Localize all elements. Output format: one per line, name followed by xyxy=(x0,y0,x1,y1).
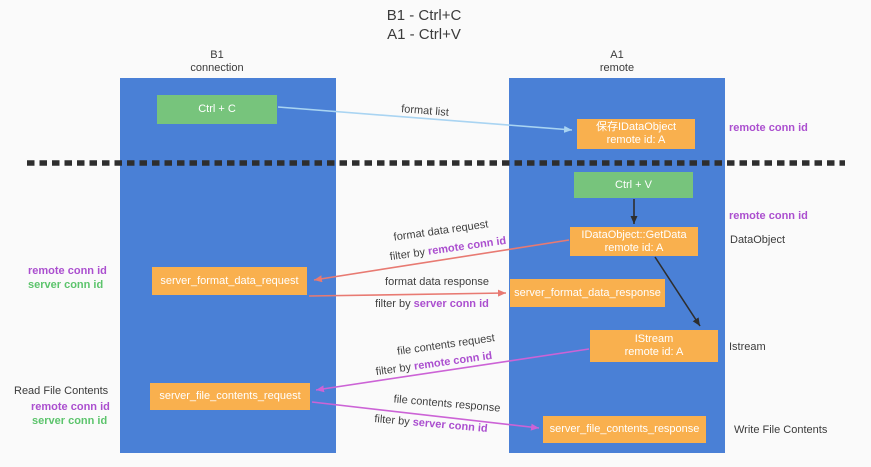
filter-by-text: filter by xyxy=(373,413,414,429)
save-idataobject-line2: remote id: A xyxy=(606,134,666,146)
server-file-contents-request-box: server_file_contents_request xyxy=(150,383,310,410)
file-response-label: server_file_contents_response xyxy=(549,423,700,435)
filter-by-text: filter by xyxy=(389,245,429,264)
istream-line1: IStream xyxy=(634,333,674,345)
server-format-data-response-box: server_format_data_response xyxy=(510,279,665,307)
label-format-list: format list xyxy=(400,103,450,119)
format-response-label: server_format_data_response xyxy=(514,286,661,299)
label-file-response-filter: filter by server conn id xyxy=(374,413,488,435)
server-conn-id-key: server conn id xyxy=(413,298,489,310)
istream-box: IStream remote id: A xyxy=(590,330,718,362)
right-write-file-contents-label: Write File Contents xyxy=(734,424,828,436)
right-dataobject-label: DataObject xyxy=(730,234,786,246)
server-conn-id-key: server conn id xyxy=(412,416,489,435)
left-remote-conn-id-bottom: remote conn id xyxy=(31,401,110,413)
title-line-1: B1 - Ctrl+C xyxy=(386,7,462,24)
right-istream-label: Istream xyxy=(729,341,766,353)
left-read-file-contents-label: Read File Contents xyxy=(14,385,109,397)
label-file-contents-response: file contents response xyxy=(393,393,501,415)
getdata-line1: IDataObject::GetData xyxy=(581,228,687,241)
getdata-line2: remote id: A xyxy=(604,241,664,254)
lifeline-header-a1: A1 remote xyxy=(600,49,634,75)
filter-by-text: filter by xyxy=(375,298,414,310)
left-remote-conn-id-mid: remote conn id xyxy=(28,265,107,277)
save-idataobject-box: 保存IDataObject remote id: A xyxy=(577,119,695,149)
arrow-format-data-response xyxy=(308,289,507,297)
server-file-contents-response-box: server_file_contents_response xyxy=(543,416,706,443)
format-request-label: server_format_data_request xyxy=(160,274,299,287)
label-format-response-filter: filter by server conn id xyxy=(375,298,489,310)
lifeline-header-b1: B1 connection xyxy=(190,49,243,75)
lifeline-b1-name: B1 xyxy=(210,49,224,61)
ctrl-c-label: Ctrl + C xyxy=(198,103,236,115)
idataobject-getdata-box: IDataObject::GetData remote id: A xyxy=(570,227,698,256)
title-line-2: A1 - Ctrl+V xyxy=(387,26,461,43)
filter-by-text: filter by xyxy=(375,360,415,379)
istream-line2: remote id: A xyxy=(624,346,684,358)
lifeline-a1-name: A1 xyxy=(610,49,624,61)
right-remote-conn-id-top: remote conn id xyxy=(729,122,808,134)
save-idataobject-line1: 保存IDataObject xyxy=(595,121,677,133)
file-request-label: server_file_contents_request xyxy=(159,390,301,402)
diagram-title: B1 - Ctrl+C A1 - Ctrl+V xyxy=(387,6,462,44)
remote-conn-id-key: remote conn id xyxy=(427,234,507,258)
right-remote-conn-id-mid: remote conn id xyxy=(729,210,808,222)
label-format-data-response: format data response xyxy=(385,276,489,288)
lifeline-b1-role: connection xyxy=(190,62,244,74)
ctrl-v-label: Ctrl + V xyxy=(615,178,652,191)
left-server-conn-id-bottom: server conn id xyxy=(32,415,108,427)
server-format-data-request-box: server_format_data_request xyxy=(152,267,307,295)
label-file-request-filter: filter by remote conn id xyxy=(375,350,493,378)
ctrl-v-box: Ctrl + V xyxy=(574,172,693,198)
left-server-conn-id-mid: server conn id xyxy=(28,279,104,291)
lifeline-a1-role: remote xyxy=(599,62,635,74)
ctrl-c-box: Ctrl + C xyxy=(157,95,277,124)
